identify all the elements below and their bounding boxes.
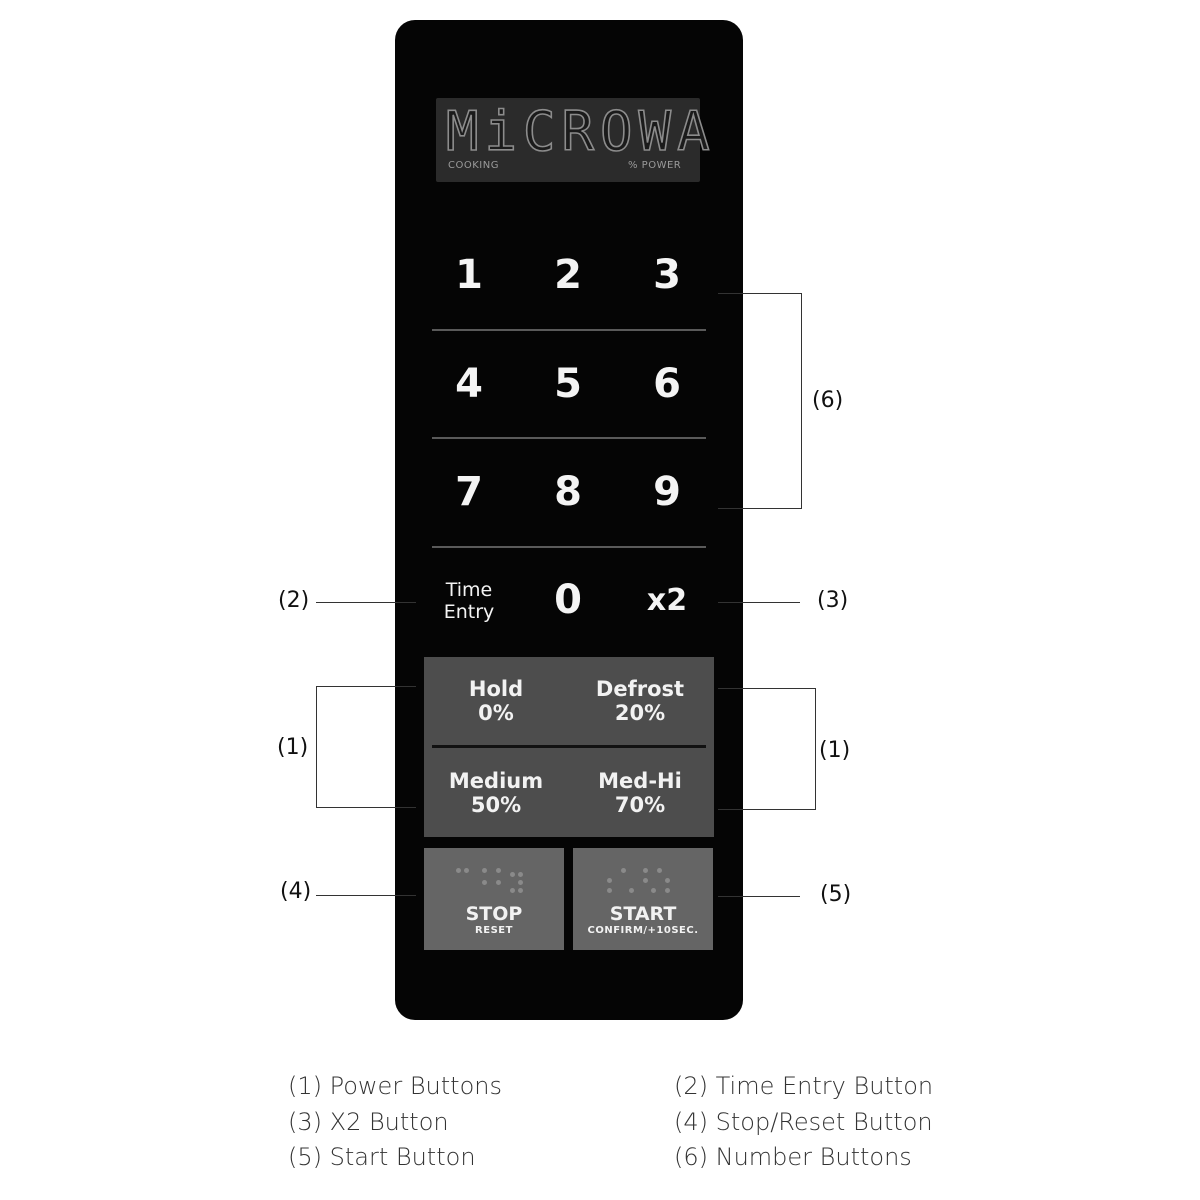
number-button-0[interactable]: 0	[523, 570, 613, 630]
x2-button[interactable]: x2	[622, 570, 712, 630]
time-entry-label-line2: Entry	[443, 601, 495, 623]
stop-reset-button[interactable]: STOP RESET	[424, 848, 564, 950]
medium-label: Medium	[448, 769, 544, 793]
legend-item-number-buttons: (6) Number Buttons	[674, 1143, 912, 1171]
number-label: 7	[455, 469, 483, 515]
callout-line-3	[718, 602, 800, 603]
number-label: 5	[554, 361, 582, 407]
callout-line-1-right-top	[718, 688, 816, 689]
callout-2: (2)	[278, 588, 310, 613]
legend-item-stop-reset: (4) Stop/Reset Button	[674, 1108, 933, 1136]
callout-line-6-top	[718, 293, 802, 294]
keypad-divider	[432, 437, 706, 439]
start-label: START	[609, 903, 677, 925]
medium-level: 50%	[470, 793, 522, 817]
stop-label: STOP	[465, 903, 523, 925]
lcd-display-text: MiCROWA	[445, 99, 716, 164]
callout-line-6-bottom	[718, 508, 802, 509]
time-entry-button[interactable]: Time Entry	[424, 571, 514, 631]
lcd-label-cooking: COOKING	[448, 160, 499, 171]
number-label: 6	[653, 361, 681, 407]
number-button-7[interactable]: 7	[424, 462, 514, 522]
lcd-display	[436, 98, 700, 182]
hold-label: Hold	[468, 677, 524, 701]
lcd-label-power: % POWER	[628, 160, 682, 171]
callout-line-1-right-vertical	[815, 688, 816, 810]
number-label: 4	[455, 361, 483, 407]
hold-button[interactable]: Hold 0%	[426, 666, 566, 736]
number-button-5[interactable]: 5	[523, 354, 613, 414]
number-label: 1	[455, 252, 483, 298]
time-entry-label-line1: Time	[445, 579, 493, 601]
callout-line-4	[316, 895, 416, 896]
legend-item-x2: (3) X2 Button	[288, 1108, 449, 1136]
callout-line-1-left-top	[316, 686, 416, 687]
power-divider	[432, 745, 706, 748]
x2-label: x2	[646, 582, 688, 618]
callout-line-1-left-vertical	[316, 686, 317, 808]
number-button-4[interactable]: 4	[424, 354, 514, 414]
keypad-divider	[432, 546, 706, 548]
defrost-button[interactable]: Defrost 20%	[570, 666, 710, 736]
number-button-1[interactable]: 1	[424, 245, 514, 305]
legend-item-time-entry: (2) Time Entry Button	[674, 1072, 934, 1100]
start-button[interactable]: START CONFIRM/+10SEC.	[573, 848, 713, 950]
med-hi-level: 70%	[614, 793, 666, 817]
medium-button[interactable]: Medium 50%	[426, 758, 566, 828]
callout-line-2	[316, 602, 416, 603]
callout-line-5	[718, 896, 800, 897]
number-label: 8	[554, 469, 582, 515]
callout-line-6-vertical	[801, 293, 802, 509]
callout-5: (5)	[820, 882, 852, 907]
hold-level: 0%	[478, 701, 514, 725]
braille-dots-icon	[603, 868, 683, 898]
reset-label: RESET	[475, 925, 513, 936]
keypad-divider	[432, 329, 706, 331]
braille-dots-icon	[454, 868, 534, 898]
defrost-level: 20%	[614, 701, 666, 725]
med-hi-label: Med-Hi	[598, 769, 682, 793]
callout-6: (6)	[812, 388, 844, 413]
legend-item-power-buttons: (1) Power Buttons	[288, 1072, 502, 1100]
number-label: 9	[653, 469, 681, 515]
callout-line-1-right-bottom	[718, 809, 816, 810]
defrost-label: Defrost	[595, 677, 685, 701]
number-button-3[interactable]: 3	[622, 245, 712, 305]
number-button-9[interactable]: 9	[622, 462, 712, 522]
confirm-label: CONFIRM/+10SEC.	[587, 925, 699, 936]
number-label: 0	[554, 577, 582, 623]
med-hi-button[interactable]: Med-Hi 70%	[570, 758, 710, 828]
callout-line-1-left-bottom	[316, 807, 416, 808]
callout-4: (4)	[280, 879, 312, 904]
number-button-6[interactable]: 6	[622, 354, 712, 414]
number-button-2[interactable]: 2	[523, 245, 613, 305]
callout-3: (3)	[817, 588, 849, 613]
number-label: 2	[554, 252, 582, 298]
callout-1-right: (1)	[819, 738, 851, 763]
callout-1-left: (1)	[277, 735, 309, 760]
number-label: 3	[653, 252, 681, 298]
legend-item-start: (5) Start Button	[288, 1143, 476, 1171]
number-button-8[interactable]: 8	[523, 462, 613, 522]
